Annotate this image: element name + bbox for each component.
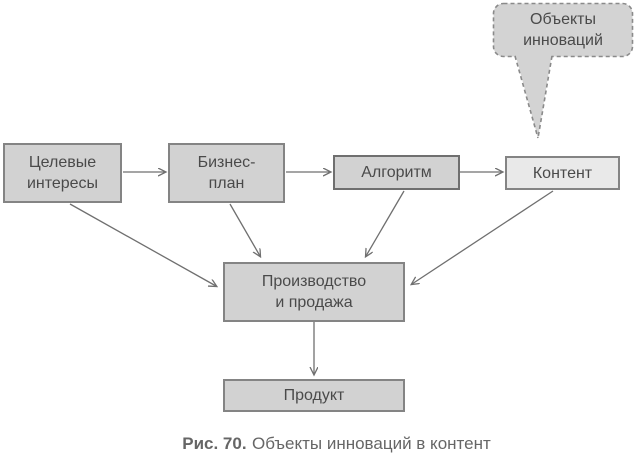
node-label: Контент: [532, 164, 593, 182]
node-content: Контент: [505, 156, 620, 190]
node-algorithm: Алгоритм: [333, 155, 460, 190]
callout-tail-left-edge: [514, 55, 539, 139]
callout-tail: [515, 53, 552, 138]
callout-objects-of-innovation: Объекты инноваций: [493, 3, 633, 57]
node-label: Алгоритм: [361, 164, 432, 181]
node-label: Продукт: [283, 387, 345, 404]
node-label: интересы: [26, 175, 99, 192]
figure-caption: Рис. 70. Объекты инноваций в контент: [19, 433, 635, 455]
figure-caption-number: Рис. 70.: [182, 434, 247, 453]
node-production-and-sales: Производство и продажа: [223, 262, 405, 322]
arrow-bizplan-to-production: [229, 203, 260, 256]
arrow-target-to-production: [69, 203, 216, 286]
node-label: и продажа: [275, 294, 353, 311]
node-product: Продукт: [223, 379, 405, 412]
node-label: Производство: [261, 273, 367, 290]
callout-line: инноваций: [523, 32, 603, 49]
node-target-interests: Целевые интересы: [3, 143, 122, 203]
node-label: Целевые: [28, 154, 97, 171]
callout-tail-right-edge: [537, 55, 553, 139]
node-label: Бизнес-: [197, 154, 256, 171]
callout-line: Объекты: [530, 11, 596, 28]
arrow-algorithm-to-production: [366, 190, 405, 256]
node-business-plan: Бизнес- план: [168, 143, 285, 203]
figure-caption-text: Объекты инноваций в контент: [252, 434, 491, 453]
arrow-content-to-production: [412, 190, 554, 284]
node-label: план: [208, 175, 245, 192]
